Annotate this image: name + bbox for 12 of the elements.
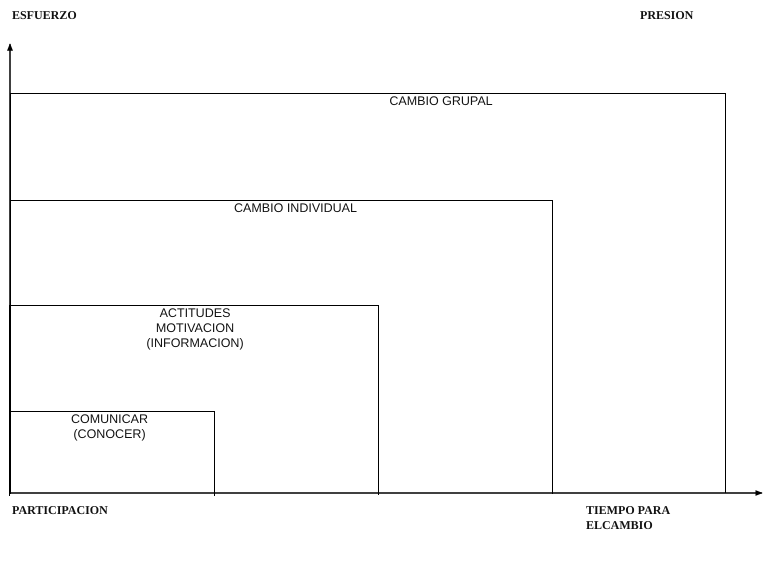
axis-label: TIEMPO PARA ELCAMBIO xyxy=(586,503,671,533)
axis-label: PRESION xyxy=(640,8,694,23)
axis-label: ESFUERZO xyxy=(12,8,77,23)
nested-box xyxy=(10,93,726,493)
nested-box xyxy=(10,200,552,494)
axis-label: PARTICIPACION xyxy=(12,503,108,518)
box-label: CAMBIO GRUPAL xyxy=(388,94,494,109)
nested-box xyxy=(8,410,214,496)
box-label: COMUNICAR (CONOCER) xyxy=(70,412,150,442)
box-label: CAMBIO INDIVIDUAL xyxy=(233,200,358,216)
nested-box xyxy=(9,305,379,495)
box-label: ACTITUDES MOTIVACION (INFORMACION) xyxy=(145,306,245,351)
